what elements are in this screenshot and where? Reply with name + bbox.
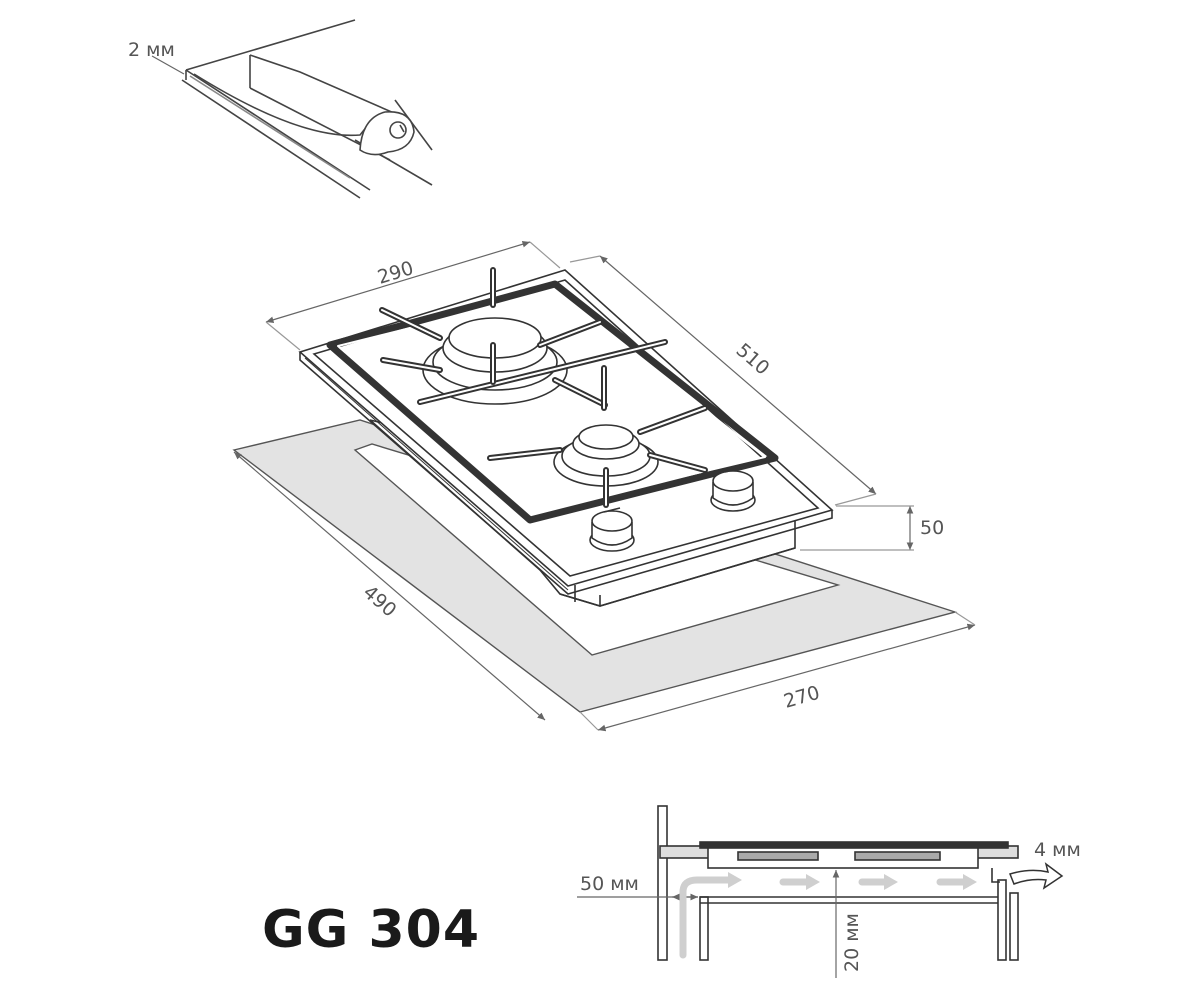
exhaust-arrow-icon [1008, 862, 1064, 890]
side-clearance-label: 50 мм [580, 873, 639, 895]
seal-gap-label: 2 мм [128, 39, 175, 61]
cutout-depth-label: 490 [359, 581, 401, 621]
seal-detail [151, 19, 433, 199]
depth-dimension-line [599, 255, 877, 495]
bottom-clearance-label: 20 мм [841, 913, 863, 972]
installation-cross-section [577, 805, 1019, 978]
airflow-arrows [679, 876, 969, 959]
rear-gap-label: 4 мм [1034, 839, 1081, 861]
width-dimension-line [265, 240, 531, 324]
cutout-width-label: 270 [781, 682, 822, 713]
depth-label: 510 [732, 339, 774, 379]
cutout-width-dimension-line [597, 623, 976, 732]
width-label: 290 [375, 257, 416, 289]
cutout-depth-dimension-line [233, 451, 546, 721]
control-knob-left [589, 507, 635, 552]
height-label: 50 [920, 517, 944, 539]
model-name: GG 304 [262, 900, 481, 960]
control-knob-right [710, 467, 756, 512]
